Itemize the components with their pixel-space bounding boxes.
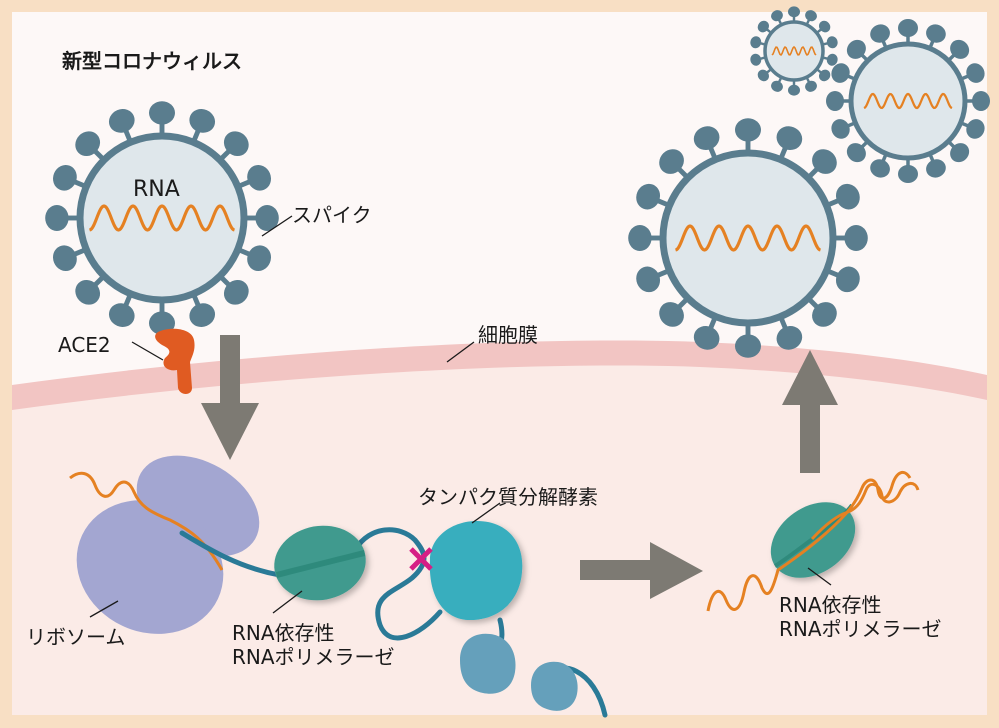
rdrp-2-leader-line [807, 567, 832, 586]
rdrp-1-label-line2: RNAポリメラーゼ [232, 645, 395, 669]
virus-main [45, 101, 279, 335]
viral-envelope [848, 41, 968, 161]
protease-label: タンパク質分解酵素 [418, 485, 598, 509]
ace2-label: ACE2 [58, 333, 111, 357]
cleavage-site-icon [409, 547, 433, 571]
viral-envelope [763, 20, 825, 82]
ace2-receptor [155, 328, 195, 394]
viral-rna [675, 224, 821, 252]
ribosome-leader-line [89, 600, 119, 618]
virus-new [628, 118, 868, 358]
cleaved-protein-2 [531, 661, 578, 711]
cell-membrane [12, 340, 987, 410]
viral-envelope [659, 149, 837, 327]
rna-new-strand [810, 482, 920, 541]
exit-arrow-icon [782, 350, 838, 473]
viral-rna [771, 45, 817, 56]
rdrp-2-label-line1: RNA依存性 [779, 593, 882, 617]
membrane-leader-line [446, 341, 475, 363]
rdrp-enzyme-1 [274, 525, 366, 601]
virus-small [750, 6, 838, 96]
virus-label: 新型コロナウィルス [62, 49, 242, 73]
cleaved-protein-1 [460, 633, 516, 694]
polyprotein-chain [179, 527, 608, 718]
spike-label: スパイク [292, 203, 372, 227]
viral-envelope [76, 132, 248, 304]
mrna-strand [69, 471, 224, 571]
viral-rna [89, 204, 235, 232]
viral-rna [863, 92, 953, 110]
protease-enzyme [429, 520, 523, 620]
process-arrow-icon [580, 542, 703, 599]
rdrp-1-label-line1: RNA依存性 [232, 621, 335, 645]
virus-medium [826, 19, 990, 183]
rdrp-2-label-line2: RNAポリメラーゼ [779, 617, 942, 641]
spike-leader-line [261, 215, 293, 237]
ace2-leader-line [131, 341, 164, 361]
cell-membrane-label: 細胞膜 [478, 323, 538, 347]
ribosome-label: リボソーム [26, 625, 125, 649]
rdrp-1-leader-line [272, 590, 303, 614]
entry-arrow-icon [201, 335, 259, 460]
protease-leader-line [471, 502, 501, 524]
rna-label: RNA [133, 177, 180, 202]
